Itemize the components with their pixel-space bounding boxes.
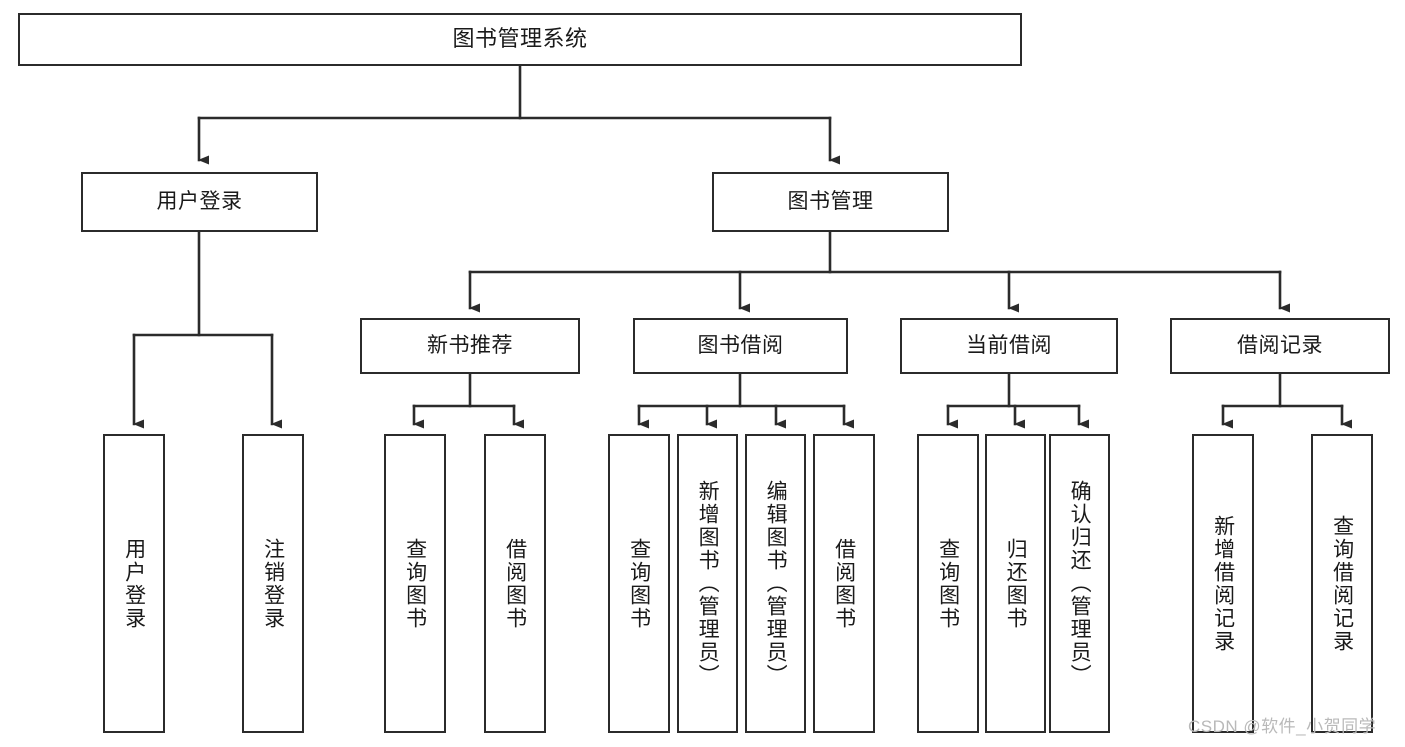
leaf-user-logout[interactable]: 注销登录 xyxy=(242,434,304,733)
leaf-query-book-borrow[interactable]: 查询图书 xyxy=(608,434,670,733)
node-label: 借阅记录 xyxy=(1237,334,1323,358)
node-label: 新书推荐 xyxy=(427,334,513,358)
node-label: 图书借阅 xyxy=(697,334,784,358)
node-new-book-recommend[interactable]: 新书推荐 xyxy=(360,318,580,374)
leaf-add-book-admin[interactable]: 新增图书（管理员） xyxy=(677,434,738,733)
node-book-manage[interactable]: 图书管理 xyxy=(712,172,949,232)
node-label: 当前借阅 xyxy=(966,334,1052,358)
node-label: 图书管理 xyxy=(787,190,874,214)
leaf-query-book-current[interactable]: 查询图书 xyxy=(917,434,979,733)
node-borrow-record[interactable]: 借阅记录 xyxy=(1170,318,1390,374)
node-book-borrow[interactable]: 图书借阅 xyxy=(633,318,848,374)
node-label: 借阅图书 xyxy=(832,537,856,630)
node-label: 查询图书 xyxy=(627,537,651,630)
leaf-borrow-book[interactable]: 借阅图书 xyxy=(813,434,875,733)
node-user-login[interactable]: 用户登录 xyxy=(81,172,318,232)
node-label: 编辑图书（管理员） xyxy=(764,480,788,687)
leaf-confirm-return-admin[interactable]: 确认归还（管理员） xyxy=(1049,434,1110,733)
leaf-add-borrow-record[interactable]: 新增借阅记录 xyxy=(1192,434,1254,733)
leaf-query-borrow-record[interactable]: 查询借阅记录 xyxy=(1311,434,1373,733)
leaf-borrow-book-recommend[interactable]: 借阅图书 xyxy=(484,434,546,733)
node-label: 查询图书 xyxy=(403,537,427,630)
node-label: 新增借阅记录 xyxy=(1211,514,1235,653)
node-label: 注销登录 xyxy=(261,537,285,630)
leaf-user-login[interactable]: 用户登录 xyxy=(103,434,165,733)
node-label: 借阅图书 xyxy=(503,537,527,630)
node-label: 用户登录 xyxy=(156,190,243,214)
leaf-edit-book-admin[interactable]: 编辑图书（管理员） xyxy=(745,434,806,733)
node-label: 用户登录 xyxy=(122,537,146,630)
node-label: 查询图书 xyxy=(936,537,960,630)
node-root-book-management-system[interactable]: 图书管理系统 xyxy=(18,13,1022,66)
leaf-query-book-recommend[interactable]: 查询图书 xyxy=(384,434,446,733)
node-label: 查询借阅记录 xyxy=(1330,514,1354,653)
node-current-borrow[interactable]: 当前借阅 xyxy=(900,318,1118,374)
node-label: 确认归还（管理员） xyxy=(1068,480,1092,687)
node-label: 新增图书（管理员） xyxy=(696,480,720,687)
node-label: 归还图书 xyxy=(1004,537,1028,630)
node-label: 图书管理系统 xyxy=(452,26,588,52)
leaf-return-book[interactable]: 归还图书 xyxy=(985,434,1046,733)
